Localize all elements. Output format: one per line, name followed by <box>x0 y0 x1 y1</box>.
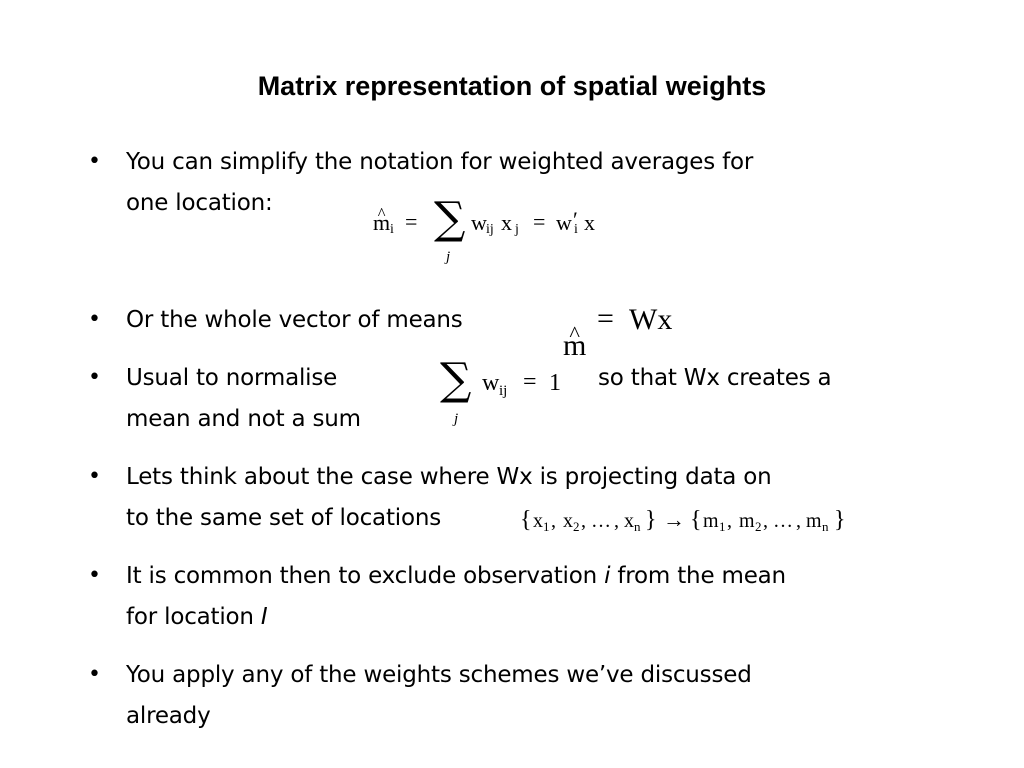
bullet-5-italic-i: i <box>604 563 611 589</box>
formula-4-m1: m <box>703 510 719 532</box>
bullet-5-text-a: It is common then to exclude observation <box>126 563 605 589</box>
formula-3-one: 1 <box>549 370 561 396</box>
bullet-5-italic-I: I <box>260 604 268 630</box>
formula-4-m2-sub: 2 <box>755 519 762 534</box>
bullet-5-line-2: for location I <box>126 597 268 637</box>
bullet-3-line-2: mean and not a sum <box>126 406 361 432</box>
bullet-6-line-1: You apply any of the weights schemes we’… <box>126 662 752 688</box>
formula-4-comma: , <box>551 510 556 532</box>
bullet-3-line-1b: so that Wx creates a <box>598 365 832 391</box>
formula-1-sub-ij: ij <box>486 222 494 237</box>
bullet-3-line-1a: Usual to normalise <box>126 365 338 391</box>
formula-4-lbrace: { <box>520 507 532 533</box>
formula-4-comma: , <box>796 510 801 532</box>
formula-3-equals: = <box>523 369 537 395</box>
bullet-5-text-b: from the mean <box>610 563 786 589</box>
formula-4-m2: m <box>739 510 755 532</box>
formula-4-rbrace-2: } <box>834 507 846 533</box>
formula-4-lbrace-2: { <box>690 507 702 533</box>
bullet-5-line-1: It is common then to exclude observation… <box>126 556 786 596</box>
formula-4-comma: , <box>763 510 768 532</box>
formula-4-rbrace: } <box>645 507 657 533</box>
formula-4-m1-sub: 1 <box>719 519 726 534</box>
formula-4-mn-sub: n <box>822 519 829 534</box>
bullet-marker: • <box>88 365 101 390</box>
bullet-marker: • <box>88 662 101 687</box>
formula-4-arrow: → <box>663 507 685 532</box>
bullet-5-text-c: for location <box>126 604 261 630</box>
formula-2-equals: = <box>597 302 614 335</box>
formula-3-sub-ij: ij <box>499 383 508 399</box>
formula-1-w: w <box>471 210 487 235</box>
bullet-marker: • <box>88 464 101 489</box>
bullet-marker: • <box>88 307 101 332</box>
formula-4-x1: x <box>533 510 543 532</box>
formula-1-w-vector: w <box>556 210 572 235</box>
formula-vector-of-means: m = Wx <box>0 26 1024 362</box>
formula-4-x2-sub: 2 <box>573 519 580 534</box>
bullet-1-line-2: one location: <box>126 190 273 216</box>
formula-4-comma: , <box>581 510 586 532</box>
formula-4-x2: x <box>563 510 573 532</box>
bullet-marker: • <box>88 149 101 174</box>
bullet-6-line-2: already <box>126 703 211 729</box>
formula-1-sum-index: j <box>446 249 451 265</box>
formula-1-x: x <box>501 210 512 235</box>
formula-4-comma: , <box>614 510 619 532</box>
formula-1-sub-i: i <box>390 222 394 237</box>
formula-2-wx: Wx <box>629 303 673 336</box>
formula-1-equals: = <box>405 209 418 234</box>
formula-4-x1-sub: 1 <box>543 519 550 534</box>
formula-4-ellipsis: … <box>773 510 793 532</box>
formula-4-mn: m <box>806 510 822 532</box>
formula-1-m-hat: m <box>373 210 390 236</box>
formula-1-sub-j: j <box>515 222 519 237</box>
slide-title: Matrix representation of spatial weights <box>257 71 767 101</box>
formula-2-m-hat: m <box>563 329 586 363</box>
formula-3-sum-symbol: ∑ <box>440 354 472 405</box>
formula-1-x-vector: x <box>584 210 595 235</box>
formula-1-sub-i-2: i <box>574 222 578 237</box>
formula-weighted-average: m i = ∑ j w ij x j = w ′ i x <box>0 0 1024 265</box>
formula-4-xn: x <box>624 510 634 532</box>
bullet-4-line-1: Lets think about the case where Wx is pr… <box>126 464 772 490</box>
formula-4-comma: , <box>727 510 732 532</box>
formula-1-equals-2: = <box>533 209 546 234</box>
bullet-marker: • <box>88 563 101 588</box>
formula-1-sum-symbol: ∑ <box>434 193 466 244</box>
bullet-1-line-1: You can simplify the notation for weight… <box>126 149 754 175</box>
bullet-2-line-1: Or the whole vector of means <box>126 307 463 333</box>
bullet-4-line-2: to the same set of locations <box>126 505 441 531</box>
formula-1-prime: ′ <box>573 207 578 232</box>
formula-4-xn-sub: n <box>634 519 641 534</box>
formula-4-ellipsis: … <box>591 510 611 532</box>
formula-3-sum-index: j <box>454 411 459 427</box>
formula-3-w: w <box>482 370 500 396</box>
